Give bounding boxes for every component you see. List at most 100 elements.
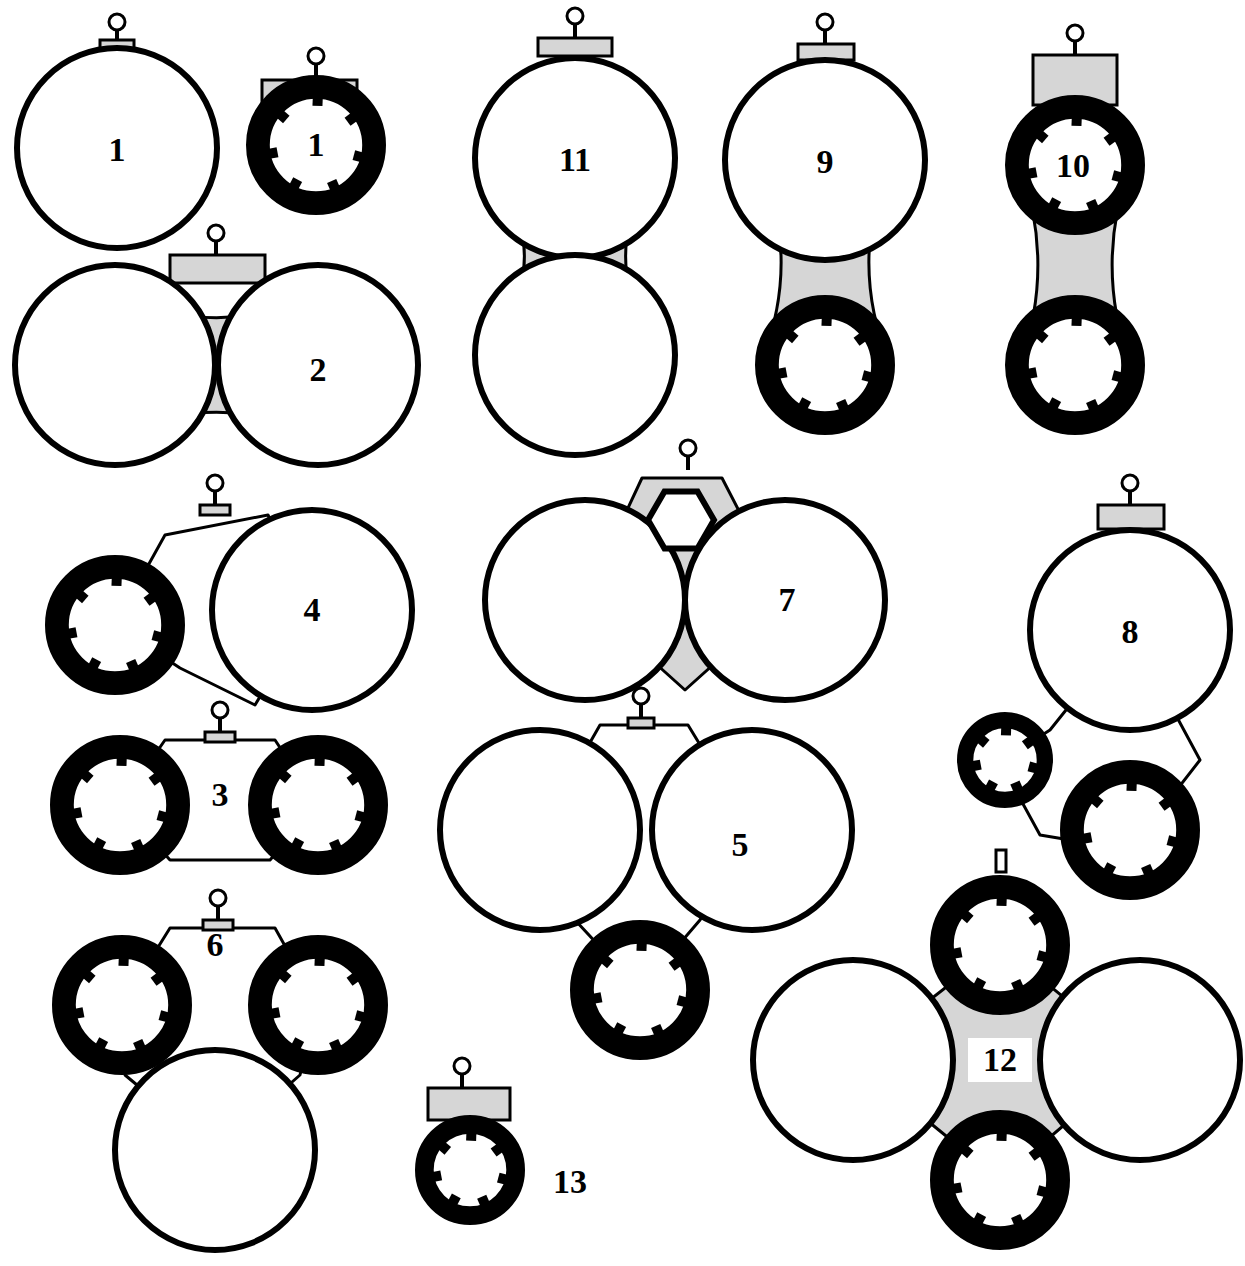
- hook-stem: [639, 704, 643, 718]
- hook-eye: [817, 14, 833, 30]
- strand-tooth: [1022, 736, 1035, 749]
- stranded-conductor: [942, 887, 1058, 1003]
- strand-tooth: [1048, 197, 1061, 210]
- hook-eye: [1067, 25, 1083, 41]
- stranded-conductor: [965, 720, 1045, 800]
- strand-tooth: [118, 957, 128, 966]
- strand-tooth: [1037, 1185, 1048, 1197]
- strand-tooth: [151, 972, 164, 985]
- clamp-block: [538, 38, 612, 56]
- conductor-sheath: [260, 747, 376, 863]
- conductor-sheath: [1017, 307, 1133, 423]
- strand-tooth: [798, 397, 811, 410]
- strand-tooth: [785, 330, 798, 343]
- conductor-ring: [15, 265, 215, 465]
- strand-tooth: [347, 772, 360, 785]
- strand-tooth: [149, 772, 162, 785]
- strand-tooth: [996, 1132, 1006, 1141]
- strand-tooth: [1028, 762, 1039, 774]
- strand-tooth: [448, 1194, 461, 1207]
- strand-tooth: [677, 995, 688, 1007]
- strand-tooth: [152, 630, 163, 642]
- strand-tooth: [1103, 862, 1116, 875]
- strand-tooth: [291, 1037, 304, 1050]
- conductor-ring: [652, 730, 852, 930]
- strand-tooth: [276, 110, 289, 123]
- strand-tooth: [971, 760, 982, 771]
- strand-tooth: [268, 147, 279, 158]
- hook-stem: [573, 24, 577, 38]
- strand-tooth: [314, 757, 324, 766]
- hook-eye: [308, 48, 324, 64]
- clamp-block: [205, 732, 235, 742]
- hook-stem: [823, 30, 827, 44]
- conductor-sheath: [1017, 107, 1133, 223]
- strand-tooth: [159, 1010, 170, 1022]
- strand-tooth: [111, 577, 121, 586]
- strand-tooth: [1082, 832, 1093, 843]
- callout-number: 4: [304, 593, 321, 627]
- callout-number: 10: [1056, 149, 1090, 183]
- strand-tooth: [1126, 782, 1136, 791]
- hook-stem: [214, 241, 218, 255]
- hook-eye: [207, 475, 223, 491]
- callout-number: 13: [553, 1165, 587, 1199]
- strand-tooth: [1104, 132, 1117, 145]
- callout-number: 12: [983, 1043, 1017, 1077]
- hook-eye: [109, 14, 125, 30]
- conductor-sheath: [424, 1124, 515, 1215]
- clamp-block: [628, 718, 654, 728]
- strand-tooth: [862, 370, 873, 382]
- strand-tooth: [592, 992, 603, 1003]
- strand-tooth: [355, 1010, 366, 1022]
- callout-number: 2: [310, 353, 327, 387]
- strand-tooth: [1086, 199, 1099, 211]
- strand-tooth: [1027, 367, 1038, 378]
- conductor-ring: [440, 730, 640, 930]
- strand-tooth: [497, 1173, 508, 1185]
- strand-tooth: [278, 770, 291, 783]
- hook-eye: [208, 225, 224, 241]
- conductor-ring: [115, 1050, 315, 1250]
- conductor-ring: [475, 255, 675, 455]
- hook-eye: [210, 890, 226, 906]
- strand-tooth: [996, 897, 1006, 906]
- stranded-conductor: [767, 307, 883, 423]
- strand-tooth: [67, 627, 78, 638]
- strand-tooth: [116, 757, 126, 766]
- hook-eye: [454, 1058, 470, 1074]
- clamp-block: [170, 255, 265, 283]
- strand-tooth: [270, 807, 281, 818]
- strand-tooth: [960, 910, 973, 923]
- strand-tooth: [1141, 864, 1154, 876]
- conductor-ring: [725, 60, 925, 260]
- strand-tooth: [821, 317, 831, 326]
- stranded-conductor: [260, 947, 376, 1063]
- stranded-conductor: [57, 567, 173, 683]
- strand-tooth: [973, 1212, 986, 1225]
- strand-tooth: [1112, 370, 1123, 382]
- strand-tooth: [72, 807, 83, 818]
- conductor-ring: [218, 265, 418, 465]
- hook-stem: [686, 456, 690, 470]
- callout-number: 6: [207, 928, 224, 962]
- conductor-sheath: [57, 567, 173, 683]
- callout-number: 11: [559, 143, 591, 177]
- stranded-conductor: [424, 1124, 515, 1215]
- conductor-ring: [212, 510, 412, 710]
- strand-tooth: [1167, 835, 1178, 847]
- strand-tooth: [327, 179, 340, 191]
- strand-tooth: [278, 970, 291, 983]
- callout-number: 5: [732, 828, 749, 862]
- strand-tooth: [960, 1145, 973, 1158]
- hook-eye: [1122, 475, 1138, 491]
- strand-tooth: [1071, 117, 1081, 126]
- strand-tooth: [95, 1037, 108, 1050]
- conductor-ring: [475, 58, 675, 258]
- stranded-conductor: [64, 947, 180, 1063]
- strand-tooth: [126, 659, 139, 671]
- conductor-sheath: [582, 932, 698, 1048]
- pin: [996, 850, 1006, 872]
- strand-tooth: [1071, 317, 1081, 326]
